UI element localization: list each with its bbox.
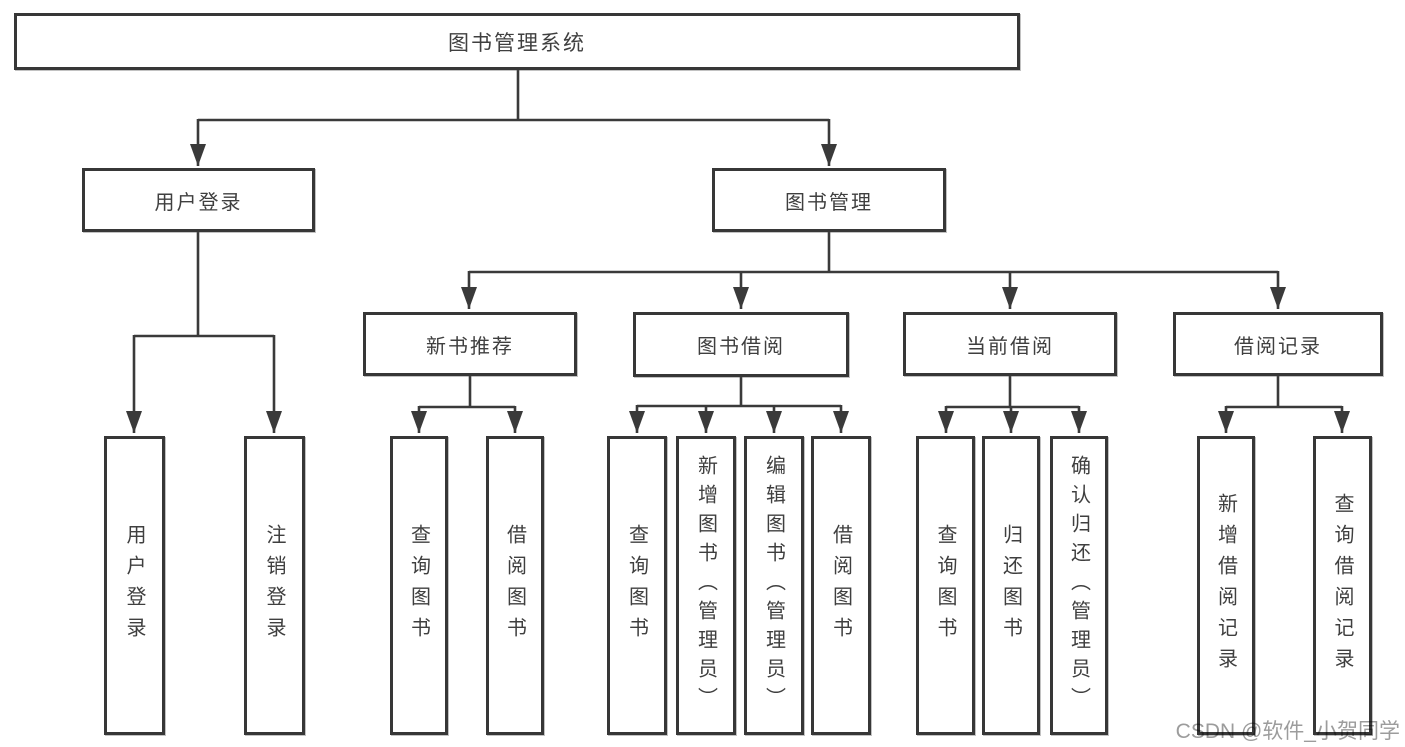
leaf-edit-book-admin: 编辑图书（管理员） — [744, 436, 804, 735]
node-new-book-recommendation: 新书推荐 — [363, 312, 577, 376]
leaf-logout-login: 注销登录 — [244, 436, 305, 735]
node-library-system: 图书管理系统 — [14, 13, 1020, 70]
node-borrowing-records: 借阅记录 — [1173, 312, 1383, 376]
leaf-user-login: 用户登录 — [104, 436, 165, 735]
leaf-return-book: 归还图书 — [982, 436, 1040, 735]
node-user-login: 用户登录 — [82, 168, 315, 232]
leaf-query-book-recommend: 查询图书 — [390, 436, 448, 735]
leaf-query-book-current: 查询图书 — [916, 436, 975, 735]
node-book-borrowing: 图书借阅 — [633, 312, 849, 377]
leaf-confirm-return-admin: 确认归还（管理员） — [1050, 436, 1108, 735]
leaf-borrow-book-borrowing: 借阅图书 — [811, 436, 871, 735]
leaf-borrow-book-recommend: 借阅图书 — [486, 436, 544, 735]
watermark: CSDN @软件_小贺同学 — [1175, 720, 1400, 743]
node-current-borrowing: 当前借阅 — [903, 312, 1117, 376]
node-book-management: 图书管理 — [712, 168, 946, 232]
leaf-add-book-admin: 新增图书（管理员） — [676, 436, 736, 735]
leaf-query-book-borrowing: 查询图书 — [607, 436, 667, 735]
leaf-add-borrow-record: 新增借阅记录 — [1197, 436, 1255, 735]
leaf-query-borrow-record: 查询借阅记录 — [1313, 436, 1372, 735]
